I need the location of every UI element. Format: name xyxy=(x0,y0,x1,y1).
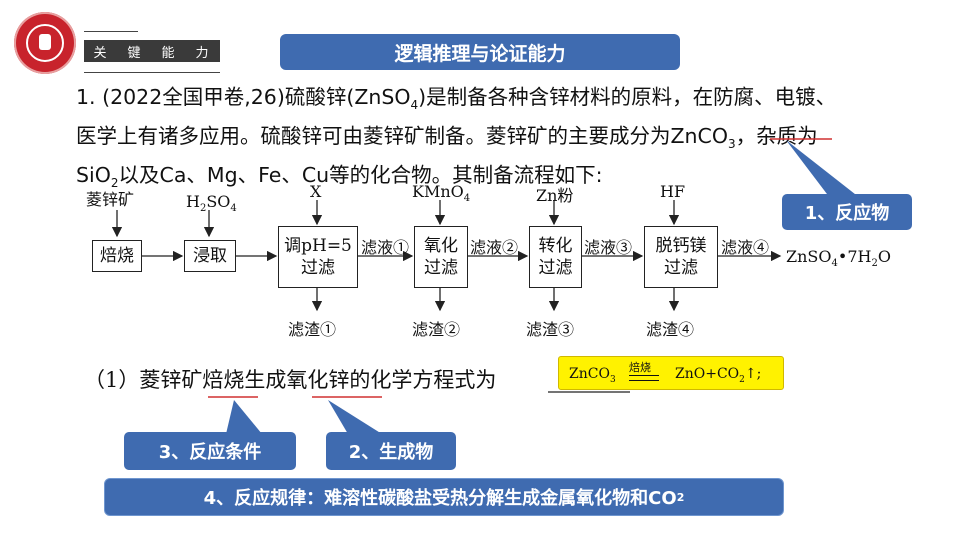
reagent-x: X xyxy=(310,182,322,201)
sub-question-1: （1）菱锌矿焙烧生成氧化锌的化学方程式为 xyxy=(84,368,497,392)
question-paragraph: 1. (2022全国甲卷,26)硫酸锌(ZnSO4)是制备各种含锌材料的原料，在… xyxy=(76,82,936,199)
step-convert: 转化过滤 xyxy=(529,226,582,288)
step-roast: 焙烧 xyxy=(92,240,142,272)
step-oxidize: 氧化过滤 xyxy=(414,226,468,288)
reagent-zn-powder: Zn粉 xyxy=(536,186,574,205)
section-badge: 关 键 能 力 xyxy=(84,40,220,62)
residue-label: 滤渣② xyxy=(412,320,461,339)
highlight-reactant: ZnCO3 xyxy=(670,124,736,152)
highlight-product: 氧化锌 xyxy=(286,368,350,392)
logo-emblem-icon xyxy=(39,34,51,50)
reagent-hf: HF xyxy=(660,182,686,201)
reagent-kmno4: KMnO4 xyxy=(412,182,471,205)
filtrate-label: 滤液① xyxy=(361,238,410,257)
slide-title: 逻辑推理与论证能力 xyxy=(280,34,680,70)
answer-equation: ZnCO3 焙烧 ZnO+CO2↑; xyxy=(558,356,784,390)
residue-label: 滤渣③ xyxy=(526,320,575,339)
question-line-3: SiO2以及Ca、Mg、Fe、Cu等的化合物。其制备流程如下: xyxy=(76,163,603,191)
section-char: 键 xyxy=(127,45,143,61)
equation-condition: 焙烧 xyxy=(629,361,651,374)
school-logo xyxy=(14,12,76,74)
residue-label: 滤渣④ xyxy=(646,320,695,339)
reagent-h2so4: H2SO4 xyxy=(186,192,237,215)
highlight-condition: 焙烧 xyxy=(202,368,245,392)
callout-condition: 3、反应条件 xyxy=(124,432,296,470)
equation-equals-sign xyxy=(629,375,659,381)
section-char: 能 xyxy=(161,45,177,61)
flow-start-label: 菱锌矿 xyxy=(86,190,135,209)
equation-lhs: ZnCO3 xyxy=(569,366,616,385)
equation-rhs: ZnO+CO2↑; xyxy=(675,366,762,385)
question-line-1: 1. (2022全国甲卷,26)硫酸锌(ZnSO4)是制备各种含锌材料的原料，在… xyxy=(76,85,837,113)
filtrate-label: 滤液③ xyxy=(584,238,633,257)
section-char: 力 xyxy=(195,45,211,61)
step-leach: 浸取 xyxy=(184,240,236,272)
filtrate-label: 滤液④ xyxy=(721,238,770,257)
header-rule-top xyxy=(84,31,138,32)
step-remove-ca-mg: 脱钙镁过滤 xyxy=(644,226,718,288)
logo-ring xyxy=(26,24,64,62)
section-char: 关 xyxy=(93,45,109,61)
question-line-2: 医学上有诸多应用。硫酸锌可由菱锌矿制备。菱锌矿的主要成分为ZnCO3，杂质为 xyxy=(76,124,818,152)
residue-label: 滤渣① xyxy=(288,320,337,339)
filtrate-label: 滤液② xyxy=(470,238,519,257)
flow-product: ZnSO4•7H2O xyxy=(786,247,891,270)
header-rule-bottom xyxy=(84,72,220,73)
callout-product: 2、生成物 xyxy=(326,432,456,470)
callout-reactant: 1、反应物 xyxy=(782,194,912,230)
